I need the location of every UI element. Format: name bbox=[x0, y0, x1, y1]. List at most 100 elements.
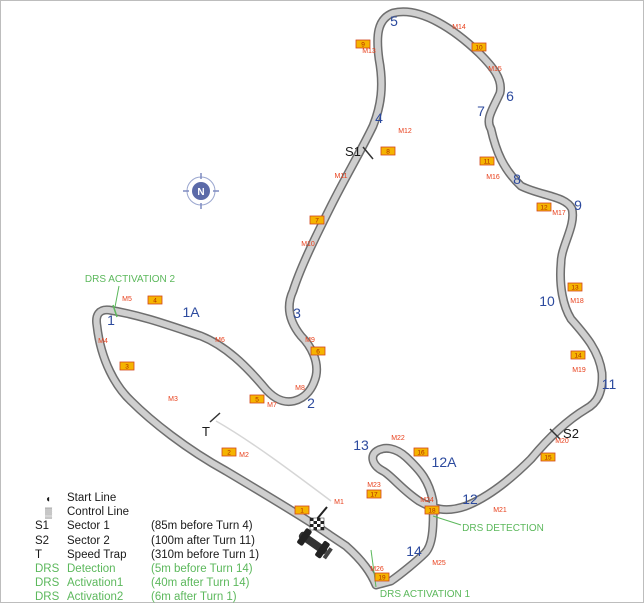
marker-m2: M2 bbox=[239, 452, 249, 459]
start-line-icon: ◖ bbox=[45, 494, 52, 505]
drs-activation2-label: DRS ACTIVATION 2 bbox=[85, 274, 176, 285]
turn-label-3: 3 bbox=[293, 305, 301, 321]
distance-board-13 bbox=[567, 282, 583, 292]
distance-board-4 bbox=[147, 295, 163, 305]
distance-board-6 bbox=[310, 346, 326, 356]
distance-board-15 bbox=[540, 452, 556, 462]
distance-board-9 bbox=[355, 39, 371, 49]
sector1-label: S1 bbox=[345, 144, 361, 159]
distance-board-label-7: 7 bbox=[315, 217, 319, 224]
turn-label-9: 9 bbox=[574, 197, 582, 213]
sector1-line bbox=[362, 146, 374, 160]
marker-m12: M12 bbox=[398, 128, 412, 135]
legend-note: (5m before Turn 14) bbox=[151, 562, 253, 575]
marker-m5: M5 bbox=[122, 296, 132, 303]
distance-board-label-13: 13 bbox=[571, 284, 579, 291]
turn-label-13: 13 bbox=[353, 437, 369, 453]
legend-name: Speed Trap bbox=[67, 548, 127, 561]
chequered-flag-icon bbox=[309, 517, 325, 531]
legend-note: (310m before Turn 1) bbox=[151, 548, 260, 561]
legend-name: Sector 2 bbox=[67, 534, 110, 547]
legend-note: (40m after Turn 14) bbox=[151, 577, 250, 590]
distance-board-label-5: 5 bbox=[255, 396, 259, 403]
legend-note: (6m after Turn 1) bbox=[151, 591, 237, 604]
distance-board-18 bbox=[424, 505, 440, 515]
track-outline bbox=[92, 7, 607, 590]
marker-m15: M15 bbox=[488, 66, 502, 73]
marker-m24: M24 bbox=[420, 497, 434, 504]
marker-m22: M22 bbox=[391, 435, 405, 442]
distance-board-label-9: 9 bbox=[361, 41, 365, 48]
distance-board-11 bbox=[479, 156, 495, 166]
marker-m11: M11 bbox=[334, 173, 347, 180]
drs-activation2-line bbox=[112, 304, 118, 318]
distance-board-label-18: 18 bbox=[428, 507, 436, 514]
sector2-line bbox=[549, 428, 561, 440]
marker-m13: M13 bbox=[362, 48, 376, 55]
distance-board-14 bbox=[570, 350, 586, 360]
distance-board-2 bbox=[221, 447, 237, 457]
turn-label-10: 10 bbox=[539, 293, 555, 309]
distance-board-label-12: 12 bbox=[540, 204, 548, 211]
legend-name: Activation2 bbox=[67, 591, 124, 604]
legend-key: S1 bbox=[35, 520, 50, 533]
distance-board-label-8: 8 bbox=[386, 148, 390, 155]
turn-label-2: 2 bbox=[307, 395, 315, 411]
marker-m17: M17 bbox=[552, 210, 566, 217]
legend-note: (85m before Turn 4) bbox=[151, 520, 253, 533]
marker-m9: M9 bbox=[305, 337, 315, 344]
compass-icon: N bbox=[183, 173, 219, 209]
legend-key: DRS bbox=[35, 591, 60, 604]
distance-board-label-15: 15 bbox=[544, 454, 552, 461]
distance-board-5 bbox=[249, 394, 265, 404]
distance-board-label-3: 3 bbox=[125, 363, 129, 370]
distance-board-7 bbox=[309, 215, 325, 225]
marker-m25: M25 bbox=[432, 560, 446, 567]
marker-m3: M3 bbox=[168, 396, 178, 403]
distance-board-label-6: 6 bbox=[316, 348, 320, 355]
turn-label-11: 11 bbox=[602, 376, 617, 392]
compass-letter: N bbox=[197, 187, 204, 198]
turn-label-1a: 1A bbox=[182, 304, 200, 320]
marker-m1: M1 bbox=[334, 499, 344, 506]
distance-board-17 bbox=[366, 489, 382, 499]
turn-label-12a: 12A bbox=[432, 454, 458, 470]
track-surface bbox=[93, 8, 606, 588]
distance-board-label-17: 17 bbox=[370, 491, 378, 498]
turn-label-1: 1 bbox=[107, 312, 115, 328]
sector2-label: S2 bbox=[563, 426, 579, 441]
turn-label-7: 7 bbox=[477, 103, 485, 119]
turn-label-5: 5 bbox=[390, 13, 398, 29]
distance-board-label-2: 2 bbox=[227, 449, 231, 456]
legend-name: Control Line bbox=[67, 506, 130, 519]
distance-board-label-1: 1 bbox=[300, 507, 304, 514]
marker-m6: M6 bbox=[215, 337, 225, 344]
marker-m19: M19 bbox=[572, 367, 586, 374]
distance-board-label-4: 4 bbox=[153, 297, 157, 304]
drs-activation1-label: DRS ACTIVATION 1 bbox=[380, 589, 471, 600]
marker-m21: M21 bbox=[493, 507, 507, 514]
legend-key: S2 bbox=[35, 534, 50, 547]
distance-board-label-10: 10 bbox=[475, 44, 483, 51]
legend-key: T bbox=[35, 548, 43, 561]
start-line bbox=[316, 506, 328, 520]
marker-m26: M26 bbox=[370, 566, 384, 573]
distance-board-label-14: 14 bbox=[574, 352, 582, 359]
distance-board-12 bbox=[536, 202, 552, 212]
distance-board-label-19: 19 bbox=[378, 574, 386, 581]
legend-name: Activation1 bbox=[67, 577, 124, 590]
distance-board-3 bbox=[119, 361, 135, 371]
turn-label-14: 14 bbox=[406, 543, 422, 559]
marker-m23: M23 bbox=[367, 482, 381, 489]
distance-board-8 bbox=[380, 146, 396, 156]
distance-board-19 bbox=[374, 572, 390, 582]
marker-m4: M4 bbox=[98, 338, 108, 345]
marker-m20: M20 bbox=[555, 438, 569, 445]
turn-label-6: 6 bbox=[506, 88, 514, 104]
drs-detection-leader bbox=[432, 515, 462, 526]
turn-label-12: 12 bbox=[462, 491, 478, 507]
turn-label-8: 8 bbox=[513, 171, 521, 187]
marker-m8: M8 bbox=[295, 385, 305, 392]
speed-trap-line bbox=[209, 412, 221, 423]
